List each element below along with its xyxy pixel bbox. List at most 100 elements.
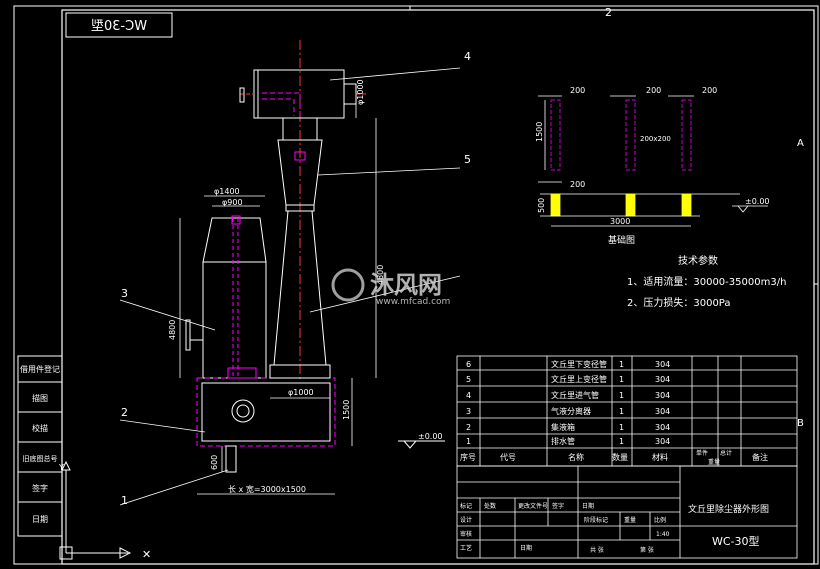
bom-table: [456, 355, 798, 559]
bom-row-no: 4: [466, 391, 471, 400]
bom-header-qty: 数量: [612, 452, 628, 462]
dim-h600: 600: [210, 455, 219, 470]
bom-row-qty: 1: [619, 391, 624, 400]
collection-tank: [196, 367, 336, 473]
bom-row-no: 5: [466, 375, 471, 384]
fnd-h1500: 1500: [535, 122, 544, 142]
left-panel-label: 校描: [32, 423, 48, 433]
watermark: 沐风网 www.mfcad.com: [331, 268, 450, 307]
bom-row-mat: 304: [655, 375, 670, 384]
bom-row-qty: 1: [619, 375, 624, 384]
tb-label: 签字: [552, 502, 564, 510]
tb-drawing-no: WC-30型: [712, 534, 760, 548]
foundation-detail: [538, 95, 768, 227]
level-label: ±0.00: [418, 432, 443, 441]
ucs-icon: Y ✕: [58, 460, 151, 561]
bom-header-weight: 重量: [708, 458, 720, 466]
left-panel-label: 签字: [32, 483, 48, 493]
zone-label-top: 2: [605, 6, 612, 19]
callout-leaders: [119, 67, 461, 506]
tb-drawing-name: 文丘里除尘器外形图: [688, 503, 769, 515]
dimension-lines: [179, 84, 377, 495]
left-panel-label: 日期: [32, 515, 48, 524]
zone-label-a: A: [797, 138, 804, 149]
tb-label: 更改文件号: [518, 502, 548, 510]
svg-text:Y: Y: [58, 463, 64, 472]
watermark-brand: 沐风网: [370, 271, 442, 299]
dim-d900: φ900: [222, 198, 243, 207]
left-register-panel: 借用件登记 描图 校描 旧底图总号 签字 日期: [17, 355, 63, 537]
gas-liquid-separator: [185, 215, 267, 379]
fnd-hole: 200x200: [640, 135, 671, 143]
bom-row-name: 文丘里进气管: [551, 390, 599, 400]
venturi-assembly: [239, 40, 366, 382]
bom-row-mat: 304: [655, 360, 670, 369]
callout-2: 2: [121, 406, 128, 419]
zone-label-b: B: [797, 418, 804, 429]
tb-label: 工艺: [460, 544, 472, 552]
callout-3: 3: [121, 287, 128, 300]
bom-row-qty: 1: [619, 407, 624, 416]
bom-row-name: 气液分离器: [551, 406, 591, 416]
tb-label: 设计: [460, 516, 472, 524]
bom-header-note: 备注: [752, 452, 768, 462]
callout-4: 4: [464, 50, 471, 63]
drawing-frame: [61, 9, 815, 565]
tb-scale-label: 比例: [654, 516, 666, 524]
tb-label: 日期: [520, 544, 532, 552]
tb-label: 审核: [460, 530, 472, 538]
tb-scale: 1:40: [656, 531, 670, 538]
callout-5: 5: [464, 153, 471, 166]
title-tag: WC-30型: [91, 19, 147, 34]
left-panel-label: 借用件登记: [20, 364, 60, 374]
dim-base-size: 长 x 宽=3000x1500: [228, 484, 306, 494]
dim-cone-height: 4800: [376, 265, 385, 285]
bom-row-no: 2: [466, 423, 471, 432]
tech-heading: 技术参数: [678, 254, 718, 267]
bom-header-mat: 材料: [652, 452, 668, 462]
dim-d1000-base: φ1000: [288, 388, 314, 397]
fnd-w200-c: 200: [702, 86, 717, 95]
title-block: 标记 处数 更改文件号 签字 日期 设计 审核 工艺 日期 阶段标记 重量 比例…: [460, 502, 769, 554]
bom-row-name: 文丘里下变径管: [551, 359, 607, 369]
dim-h4800: 4800: [168, 320, 177, 340]
dim-d1000-top: φ1000: [356, 79, 365, 105]
bom-rows: 6 文丘里下变径管 1 304 5 文丘里上变径管 1 304 4 文丘里进气管…: [460, 359, 768, 466]
tech-line-2: 2、压力损失：3000Pa: [627, 296, 731, 309]
bom-header-single: 单件: [696, 449, 708, 457]
bom-row-mat: 304: [655, 407, 670, 416]
watermark-url: www.mfcad.com: [376, 297, 450, 307]
tech-line-1: 1、适用流量：30000-35000m3/h: [627, 275, 786, 288]
tb-label: 处数: [484, 502, 496, 510]
bom-row-mat: 304: [655, 423, 670, 432]
bom-row-name: 排水管: [551, 436, 575, 446]
tb-stage: 阶段标记: [584, 516, 608, 524]
bom-header-no: 序号: [460, 452, 476, 462]
bom-header-code: 代号: [500, 452, 516, 462]
left-panel-label: 描图: [32, 393, 48, 403]
fnd-w200-d: 200: [570, 180, 585, 189]
bom-row-mat: 304: [655, 437, 670, 446]
bom-header-total: 总计: [720, 449, 732, 457]
bom-row-mat: 304: [655, 391, 670, 400]
tb-page: 第 张: [640, 546, 654, 554]
bom-row-qty: 1: [619, 423, 624, 432]
dim-d1400: φ1400: [214, 187, 240, 196]
bom-row-no: 1: [466, 437, 471, 446]
bom-row-no: 6: [466, 360, 471, 369]
tb-label: 标记: [460, 502, 472, 510]
bom-row-name: 集液箱: [551, 422, 575, 432]
fnd-h500: 500: [537, 198, 546, 213]
dim-h1500: 1500: [342, 400, 351, 420]
bom-row-no: 3: [466, 407, 471, 416]
tb-sheet: 共 张: [590, 546, 604, 554]
fnd-w200-b: 200: [646, 86, 661, 95]
fnd-w200-a: 200: [570, 86, 585, 95]
tb-weight-label: 重量: [624, 516, 636, 524]
level-mark: [398, 440, 445, 449]
bom-row-qty: 1: [619, 360, 624, 369]
callout-1: 1: [121, 494, 128, 507]
title-tag-box: [65, 12, 173, 38]
bom-row-qty: 1: [619, 437, 624, 446]
